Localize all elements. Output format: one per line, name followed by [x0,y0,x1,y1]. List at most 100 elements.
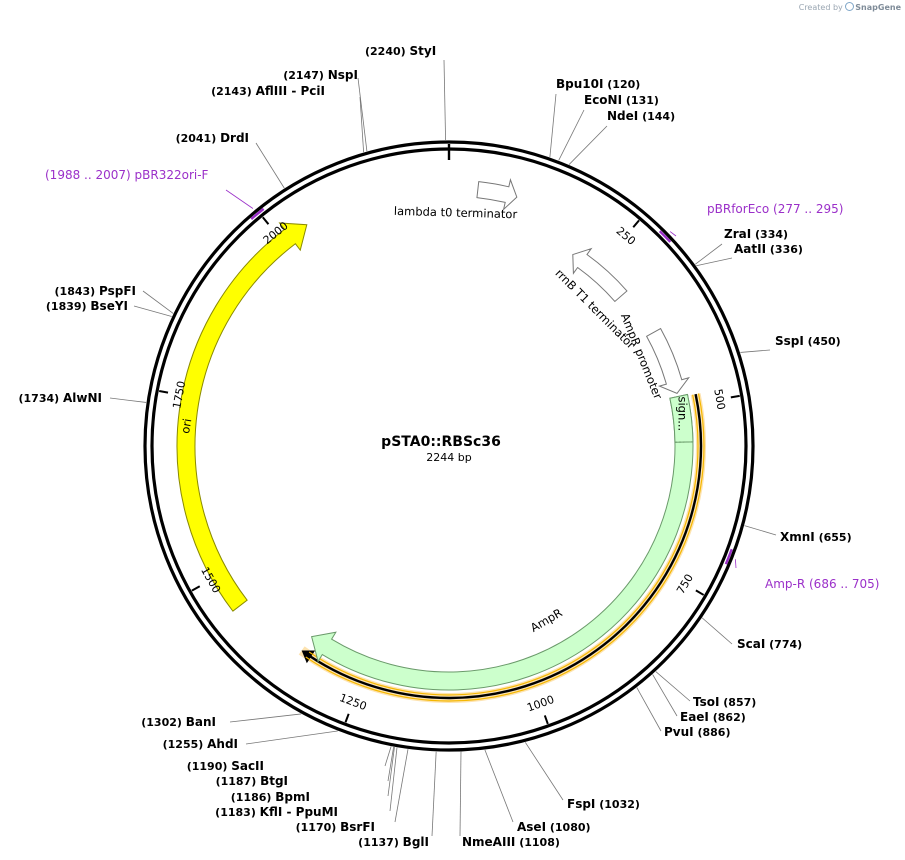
tick-label: 1750 [170,380,188,410]
enzyme-label[interactable]: ZraI (334) [724,227,788,241]
enzyme-leader-line [443,59,446,141]
enzyme-label[interactable]: EaeI (862) [680,710,746,724]
leader-lines [109,59,777,837]
tick-mark [158,389,169,394]
enzyme-label[interactable]: ScaI (774) [737,637,802,651]
enzyme-leader-line [357,77,368,152]
rrnb-t1-terminator-feature[interactable] [572,247,628,303]
lambda-t0-terminator-feature[interactable] [476,178,518,211]
enzyme-label[interactable]: TsoI (857) [693,695,756,709]
enzyme-leader-line [655,671,691,702]
tick-label: 1000 [525,693,556,715]
enzyme-leader-line [696,257,733,267]
enzyme-leader-line [549,93,557,158]
primer-binding-site [658,230,672,243]
enzyme-leader-line [695,243,723,265]
tick-label: 750 [674,572,696,597]
orf-line [309,393,703,700]
tick-mark [344,713,350,723]
enzyme-label[interactable]: (2147) NspI [283,68,358,82]
enzyme-label[interactable]: NdeI (144) [607,109,675,123]
enzyme-label[interactable]: (1839) BseYI [46,299,128,313]
enzyme-label[interactable]: (2240) StyI [365,44,436,58]
primer-label[interactable]: (1988 .. 2007) pBR322ori-F [45,168,209,182]
tick-label: 250 [614,224,638,247]
enzyme-label[interactable]: NmeAIII (1108) [462,835,560,849]
enzyme-leader-line [431,751,437,837]
snapgene-credit: Created by SnapGene [799,2,901,12]
enzyme-leader-line [387,747,395,797]
enzyme-label[interactable]: AatII (336) [734,242,803,256]
enzyme-leader-line [133,305,172,317]
primer-binding-site [250,207,265,220]
primer-leader-line [669,231,677,237]
enzyme-label[interactable]: AseI (1080) [517,820,591,834]
tick-label: 500 [711,388,727,411]
ampr-promoter-feature[interactable] [645,327,690,394]
tick-mark [632,219,640,228]
tick-mark [191,585,201,592]
enzyme-leader-line [229,713,302,723]
primer-binding-site [724,548,733,565]
enzyme-leader-line [389,747,398,812]
enzyme-leader-line [740,349,771,353]
enzyme-leader-line [744,525,777,536]
plasmid-size: 2244 bp [426,451,471,464]
enzyme-leader-line [394,749,409,823]
enzyme-leader-line [109,397,147,403]
enzyme-label[interactable]: (1170) BsrFI [296,820,375,834]
orf-outline-outer [305,393,705,702]
credit-brand: SnapGene [855,3,901,12]
signal-sequence-feature[interactable] [669,393,694,443]
enzyme-label[interactable]: (2041) DrdI [176,131,249,145]
site-labels[interactable]: (2240) StyI Bpu10I (120) EcoNI (131) NdeI (… [19,44,880,849]
tick-mark [695,589,705,596]
enzyme-label[interactable]: (1186) BpmI [231,790,310,804]
enzyme-label[interactable]: PvuI (886) [664,725,730,739]
ampr-feature[interactable] [310,393,694,691]
enzyme-label[interactable]: (2143) AflIII - PciI [211,84,325,98]
snapgene-logo-icon [845,2,855,11]
enzyme-label[interactable]: (1302) BanI [141,715,216,729]
enzyme-leader-line [524,742,564,801]
orf-outline-inner [308,394,699,696]
enzyme-label[interactable]: (1190) SacII [187,759,264,773]
lambda-t0-terminator-label[interactable]: lambda t0 terminator [394,204,518,221]
enzyme-leader-line [387,746,395,782]
primer-label[interactable]: Amp-R (686 .. 705) [765,577,879,591]
enzyme-leader-line [652,674,678,717]
primer-leader-line [735,559,737,569]
enzyme-label[interactable]: XmnI (655) [780,530,852,544]
backbone [143,140,755,752]
ampr-label[interactable]: AmpR [528,605,565,634]
enzyme-leader-line [558,109,585,161]
enzyme-label[interactable]: (1183) KflI - PpuMI [215,805,338,819]
enzyme-leader-line [701,617,733,645]
enzyme-label[interactable]: EcoNI (131) [584,93,659,107]
enzyme-leader-line [255,142,285,189]
enzyme-label[interactable]: (1137) BglI [358,835,429,849]
tick-mark [543,715,549,725]
enzyme-leader-line [245,730,338,745]
signal-sequence-label[interactable]: sign... [675,396,689,431]
tick-label: 1250 [338,691,369,713]
backbone-outer-strand [143,140,755,752]
enzyme-leader-line [459,751,462,837]
primer-leader-line [225,189,254,209]
enzyme-label[interactable]: SspI (450) [775,334,841,348]
enzyme-label[interactable]: (1187) BtgI [216,774,288,788]
enzyme-label[interactable]: (1734) AlwNI [19,391,103,405]
tick-mark [730,394,740,399]
enzyme-leader-line [636,687,662,732]
tick-mark [261,216,270,225]
ori-feature[interactable] [176,222,308,612]
enzyme-leader-line [359,96,365,153]
primer-label[interactable]: pBRforEco (277 .. 295) [707,202,843,216]
enzyme-label[interactable]: (1843) PspFI [55,284,136,298]
enzyme-label[interactable]: (1255) AhdI [163,737,238,751]
enzyme-leader-line [484,749,514,823]
enzyme-label[interactable]: FspI (1032) [567,797,640,811]
enzyme-label[interactable]: Bpu10I (120) [556,77,640,91]
ori-label[interactable]: ori [178,417,194,434]
